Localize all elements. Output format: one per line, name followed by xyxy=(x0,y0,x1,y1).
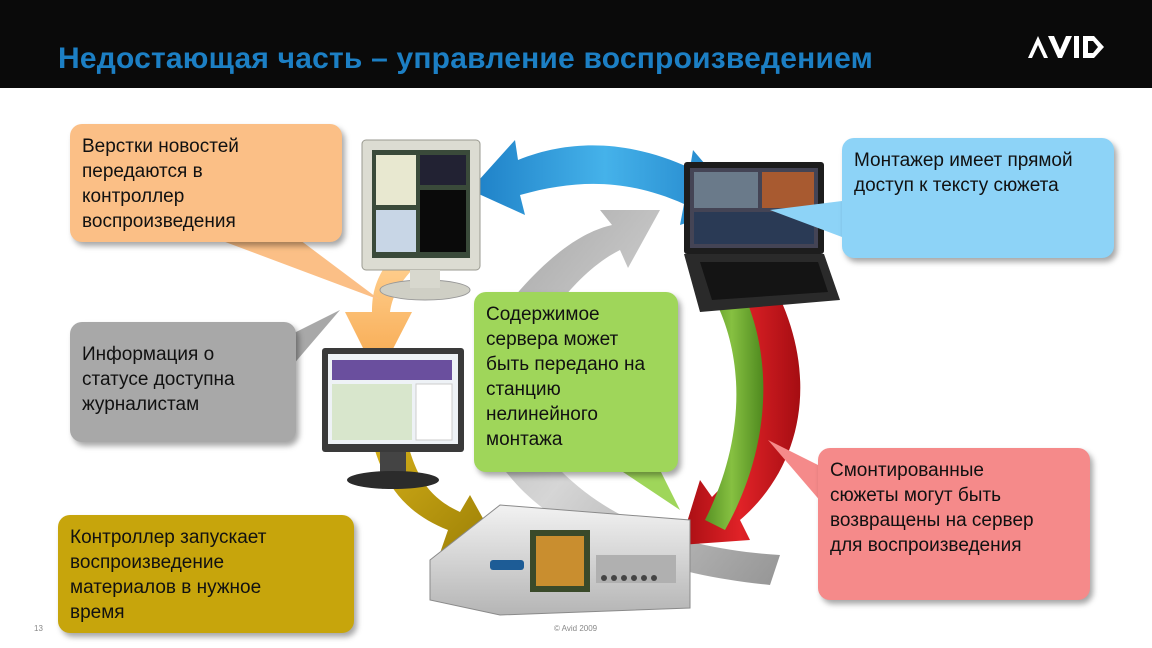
blue-double-arrow xyxy=(470,140,740,225)
playout-monitor-icon xyxy=(361,139,481,301)
header-bar xyxy=(0,0,1152,88)
slide-title: Недостающая часть – управление воспроизв… xyxy=(58,42,873,75)
callout-status-info: Информация о статусе доступна журналиста… xyxy=(70,322,296,442)
callout-controller: Контроллер запускает воспроизведение мат… xyxy=(58,515,354,633)
green-arrow xyxy=(700,250,764,530)
callout-news-layouts: Верстки новостей передаются в контроллер… xyxy=(70,124,342,242)
edited-callout-tail xyxy=(768,440,828,510)
editing-laptop-icon xyxy=(684,162,840,312)
callout-edited-stories: Смонтированные сюжеты могут быть возвращ… xyxy=(818,448,1090,600)
callout-server-content: Содержимое сервера может быть передано н… xyxy=(474,292,678,472)
news-callout-tail xyxy=(220,240,380,300)
video-server-icon xyxy=(429,504,691,616)
callout-editor-access: Монтажер имеет прямой доступ к тексту сю… xyxy=(842,138,1114,258)
avid-logo-icon xyxy=(1028,36,1104,58)
copyright: © Avid 2009 xyxy=(554,624,598,633)
server-callout-tail xyxy=(620,470,680,510)
status-monitor-icon xyxy=(322,348,464,489)
slide-number: 13 xyxy=(34,624,43,633)
editor-callout-tail xyxy=(770,200,850,240)
red-arrow xyxy=(680,270,801,545)
